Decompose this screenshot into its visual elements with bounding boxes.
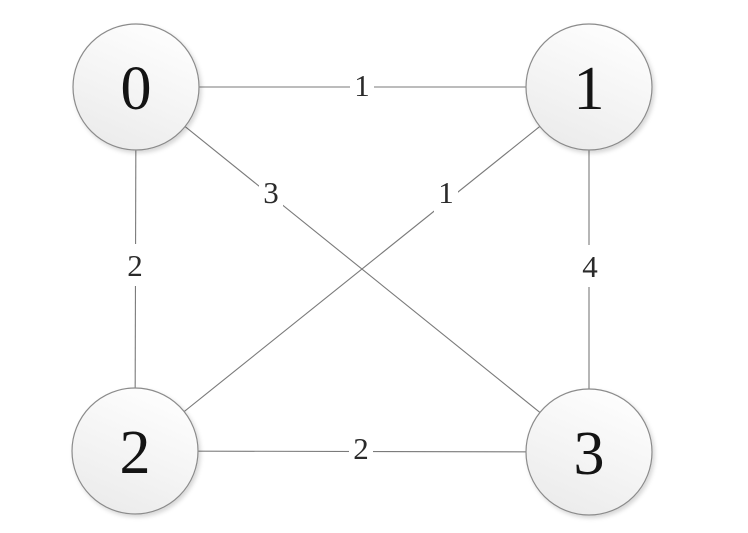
node-circle-0 <box>72 23 200 151</box>
node-circle-3 <box>525 388 653 516</box>
graph-node-2: 2 <box>71 387 199 515</box>
edge-weight-0-1: 1 <box>354 68 370 103</box>
node-label-0: 0 <box>121 55 152 123</box>
edge-0-3 <box>135 86 590 453</box>
graph-node-0: 0 <box>72 23 200 151</box>
node-circle-2 <box>71 387 199 515</box>
graph-node-3: 3 <box>525 388 653 516</box>
nodes-layer: 0 1 2 3 <box>71 23 653 516</box>
edge-weight-label-bg <box>123 244 147 286</box>
edge-labels-layer: 1 2 3 1 4 2 <box>123 64 602 469</box>
edge-weight-1-2: 1 <box>438 175 454 210</box>
node-label-3: 3 <box>574 420 605 488</box>
edge-weight-0-3: 3 <box>263 175 279 210</box>
node-label-2: 2 <box>120 419 151 487</box>
edge-weight-label-bg <box>349 427 373 469</box>
edge-weight-label-bg <box>578 245 602 287</box>
edges-layer <box>134 86 590 453</box>
edge-weight-label-bg <box>350 64 374 106</box>
edge-weight-0-2: 2 <box>127 248 143 283</box>
node-label-1: 1 <box>574 55 605 123</box>
edge-weight-label-bg <box>434 171 458 213</box>
edge-weight-1-3: 4 <box>582 249 598 284</box>
edge-weight-2-3: 2 <box>353 431 369 466</box>
node-circle-1 <box>525 23 653 151</box>
edge-weight-label-bg <box>259 171 283 213</box>
edge-1-2 <box>134 86 590 452</box>
graph-node-1: 1 <box>525 23 653 151</box>
